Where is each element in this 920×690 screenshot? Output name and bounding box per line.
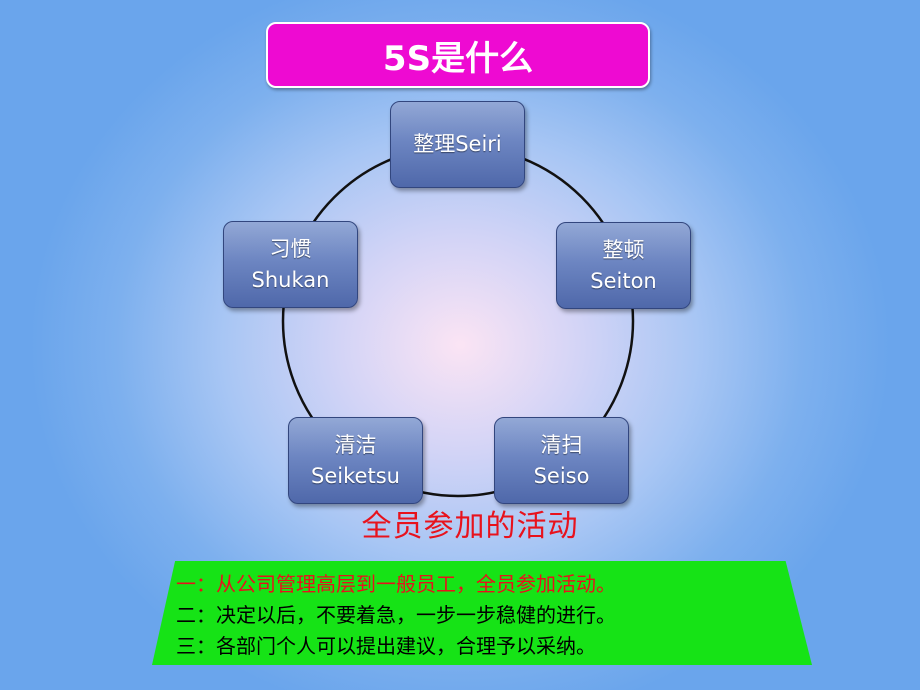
node-seiton-en: Seiton: [590, 268, 657, 293]
points-panel: [152, 561, 812, 665]
page-title: 5S是什么: [266, 22, 650, 88]
point-line-1: 一：从公司管理高层到一般员工，全员参加活动。: [176, 572, 616, 596]
node-seiketsu: 清洁 Seiketsu: [288, 417, 423, 504]
node-seiri: 整理Seiri: [390, 101, 525, 188]
node-shukan-en: Shukan: [251, 267, 330, 292]
point-line-3: 三：各部门个人可以提出建议，合理予以采纳。: [176, 634, 596, 658]
point-line-2: 二：决定以后，不要着急，一步一步稳健的进行。: [176, 603, 616, 627]
node-seiton: 整顿 Seiton: [556, 222, 691, 309]
node-seiso-en: Seiso: [533, 463, 590, 488]
node-seiri-label: 整理Seiri: [413, 132, 502, 156]
node-seiton-cn: 整顿: [602, 237, 645, 262]
caption-text: 全员参加的活动: [361, 509, 579, 544]
node-seiso: 清扫 Seiso: [494, 417, 629, 504]
node-seiketsu-cn: 清洁: [334, 432, 377, 457]
node-seiketsu-en: Seiketsu: [311, 463, 400, 488]
node-seiso-cn: 清扫: [540, 432, 583, 457]
node-shukan: 习惯 Shukan: [223, 221, 358, 308]
node-shukan-cn: 习惯: [269, 236, 312, 261]
